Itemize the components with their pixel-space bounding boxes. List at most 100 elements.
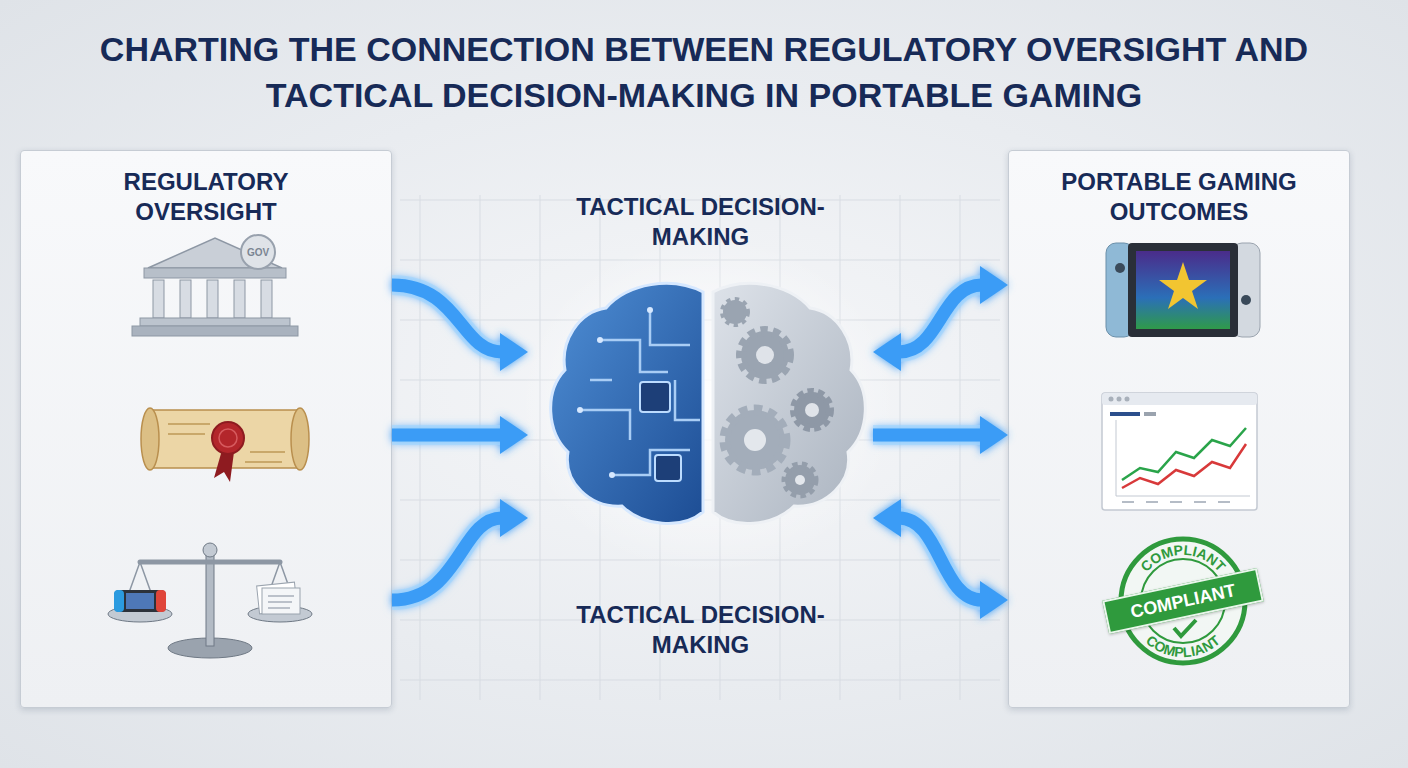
chart-window-icon-part — [1122, 428, 1246, 480]
brain-illustration-part — [580, 310, 700, 475]
justice-scales-icon-part — [122, 562, 298, 612]
brain-illustration-part — [744, 429, 766, 451]
brain-illustration-part — [577, 407, 583, 413]
brain-illustration-part — [640, 382, 670, 412]
government-building-icon-part — [132, 326, 298, 336]
grid-vertical — [420, 195, 960, 700]
government-building-icon-part — [261, 280, 272, 318]
justice-scales-icon-part — [108, 606, 172, 622]
handheld-console-icon-part — [1232, 243, 1260, 337]
government-building-icon-part — [234, 280, 245, 318]
brain-illustration-part — [785, 465, 815, 495]
brain-illustration-part — [725, 410, 785, 470]
flow-arrow — [873, 499, 1008, 619]
hub-footer: TACTICAL DECISION-MAKING — [528, 600, 873, 660]
law-scroll-icon — [141, 408, 309, 482]
grid-horizontal — [400, 200, 1000, 680]
handheld-console-icon-part — [1115, 263, 1125, 273]
arrow-head — [873, 333, 901, 371]
arrow-head — [500, 333, 528, 371]
handheld-console-icon-part — [1159, 262, 1207, 309]
flow-arrow — [392, 499, 528, 600]
decision-hub: TACTICAL DECISION-MAKINGTACTICAL DECISIO… — [528, 192, 873, 660]
stamp-arc-text: COMPLIANT — [1143, 632, 1223, 660]
justice-scales-icon-part — [268, 596, 294, 608]
arrow-glow — [899, 285, 982, 352]
brain-illustration-part — [795, 475, 805, 485]
arrow-head — [980, 581, 1008, 619]
arrow-shaft — [392, 518, 502, 600]
brain-illustration-part — [805, 403, 819, 417]
chart-window-icon-part — [1109, 397, 1114, 402]
brain-illustration-part — [713, 283, 865, 523]
brain-illustration-part — [756, 346, 774, 364]
law-scroll-icon-part — [150, 410, 300, 468]
government-building-icon — [132, 235, 298, 336]
government-building-icon-part — [180, 280, 191, 318]
law-scroll-icon-part — [214, 450, 234, 482]
justice-scales-icon-part — [248, 606, 312, 622]
government-building-icon-part — [144, 268, 286, 278]
diagram-title: CHARTING THE CONNECTION BETWEEN REGULATO… — [54, 26, 1354, 118]
arrow-shaft — [392, 429, 502, 442]
government-building-icon-part — [148, 238, 282, 268]
justice-scales-icon-part — [262, 588, 300, 614]
justice-scales-icon-part — [126, 593, 154, 609]
stamp-arc-word: COMPLIANT — [1137, 542, 1229, 575]
arrow-shaft — [392, 285, 502, 352]
justice-scales-icon-part — [156, 590, 166, 612]
chart-window-icon-part — [1125, 397, 1130, 402]
brain-illustration-part — [794, 392, 830, 428]
source-panel: REGULATORY OVERSIGHT — [20, 150, 392, 708]
law-scroll-icon-part — [291, 408, 309, 470]
government-building-icon-part — [153, 280, 164, 318]
handheld-console-icon-part — [1106, 243, 1134, 337]
justice-scales-icon-part — [140, 560, 280, 565]
flow-arrow — [873, 266, 1008, 371]
flow-arrow — [392, 285, 528, 371]
arrow-head — [980, 266, 1008, 304]
brain-illustration-part — [597, 337, 603, 343]
grid-lines — [400, 195, 1000, 700]
handheld-console-icon-part — [1128, 243, 1238, 337]
flow-arrow — [873, 416, 1008, 454]
arrow-glow — [392, 518, 502, 600]
chart-window-icon-part — [1144, 412, 1156, 416]
justice-scales-icon-part — [114, 590, 124, 612]
arrow-head — [500, 499, 528, 537]
check-mark — [1174, 620, 1196, 636]
justice-scales-icon-part — [114, 590, 166, 612]
outcome-panel: PORTABLE GAMING OUTCOMES COMPLIANT COMPLIA… — [1008, 150, 1350, 708]
justice-scales-icon-part — [203, 543, 217, 557]
justice-scales-icon-part — [257, 582, 298, 614]
arrow-head — [500, 416, 528, 454]
chart-window-icon-part — [1102, 393, 1257, 405]
arrow-glow — [392, 425, 502, 445]
arrow-glow — [873, 425, 982, 445]
chart-window-icon-part — [1102, 393, 1257, 510]
arrow-shaft — [873, 429, 982, 442]
arrow-head — [980, 416, 1008, 454]
panel-heading: PORTABLE GAMING OUTCOMES — [1009, 167, 1349, 227]
arrow-shaft — [899, 518, 982, 600]
handheld-console-icon — [1106, 243, 1260, 337]
chart-window-icon — [1102, 393, 1257, 510]
arrow-glow — [899, 518, 982, 600]
sign-label: GOV — [247, 247, 269, 258]
arrow-shaft — [899, 285, 982, 352]
arrow-glow — [392, 285, 502, 352]
brain-illustration — [518, 235, 898, 575]
handheld-console-icon-part — [1136, 251, 1230, 329]
brain-illustration-part — [723, 300, 747, 324]
law-scroll-icon-part — [212, 422, 244, 454]
government-building-icon-part — [207, 280, 218, 318]
brain-illustration-part — [741, 331, 789, 379]
arrow-head — [873, 499, 901, 537]
brain-illustration-part — [609, 472, 615, 478]
government-building-icon-part — [241, 235, 275, 269]
chart-window-icon-part — [1122, 444, 1246, 488]
flow-arrow — [392, 416, 528, 454]
stamp-arc-word: COMPLIANT — [1143, 632, 1223, 660]
